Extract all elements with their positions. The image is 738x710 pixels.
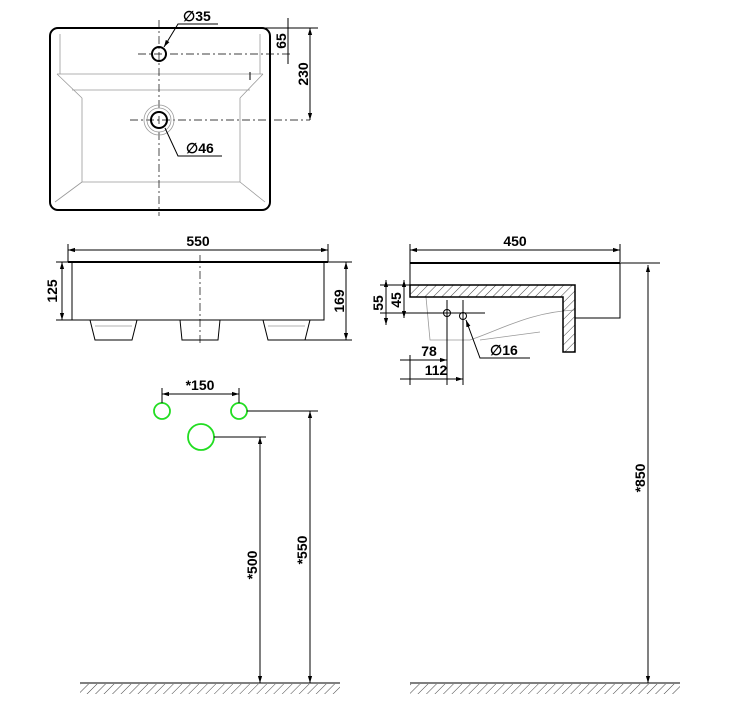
installation-view: *150 *500 *550 — [153, 377, 318, 683]
basin-outline — [49, 27, 271, 211]
top-view: ∅35 ∅46 65 230 — [49, 8, 318, 216]
front-view: 550 125 169 — [44, 233, 352, 345]
dim-55: 55 — [370, 295, 386, 311]
dim-169: 169 — [331, 289, 347, 313]
dim-150: *150 — [186, 377, 215, 393]
dim-45: 45 — [388, 292, 404, 308]
dim-450: 450 — [503, 233, 527, 249]
floor-lines — [80, 682, 680, 694]
dim-550: 550 — [186, 233, 210, 249]
dim-65: 65 — [273, 33, 289, 49]
cold-supply-marker — [153, 402, 171, 420]
side-view: 450 55 45 78 112 ∅16 *850 — [370, 233, 660, 683]
wall-bracket — [409, 284, 576, 353]
fixing-hole-label: ∅16 — [490, 342, 518, 358]
dim-550-height: *550 — [294, 535, 310, 564]
dim-112: 112 — [425, 362, 448, 378]
tap-hole-label: ∅35 — [183, 8, 211, 24]
dim-125: 125 — [44, 279, 60, 303]
hot-supply-marker — [230, 402, 248, 420]
dim-230: 230 — [295, 62, 311, 86]
tap-hole — [151, 46, 167, 62]
drain-marker — [187, 423, 215, 451]
dim-850: *850 — [632, 463, 648, 492]
drain-label: ∅46 — [186, 140, 214, 156]
drain-hole — [150, 111, 168, 129]
dim-78: 78 — [421, 343, 437, 359]
dim-500: *500 — [244, 550, 260, 579]
